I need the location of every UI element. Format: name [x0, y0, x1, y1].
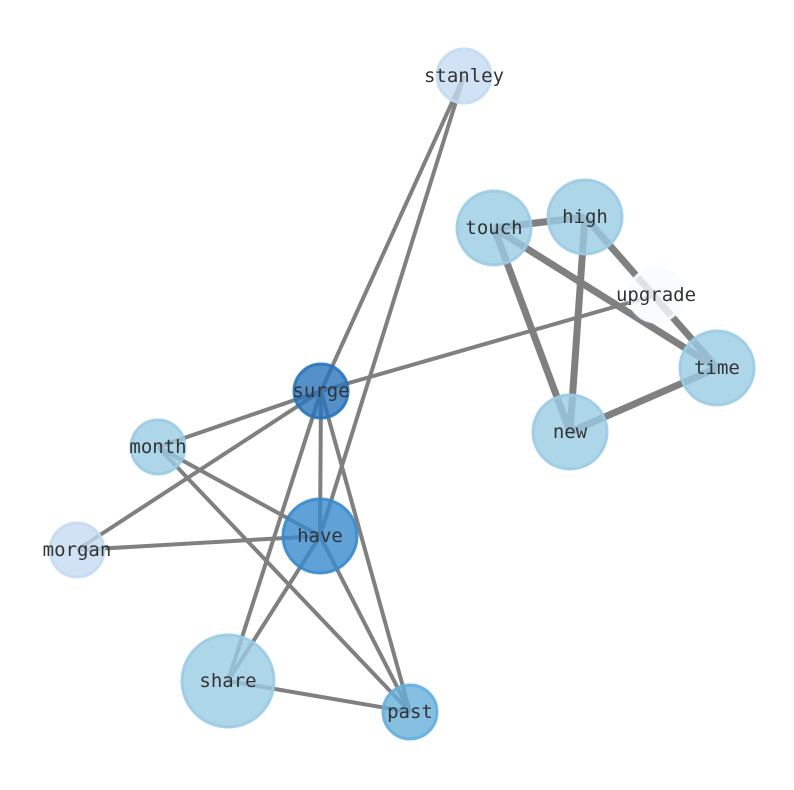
- node-label-new: new: [553, 421, 588, 443]
- edge-touch-time: [492, 225, 719, 371]
- node-share[interactable]: [180, 633, 276, 729]
- node-label-upgrade: upgrade: [616, 284, 696, 306]
- node-time[interactable]: [678, 329, 756, 407]
- node-label-past: past: [387, 701, 433, 723]
- node-month[interactable]: [129, 418, 187, 476]
- nodes-layer: [48, 47, 756, 741]
- node-label-surge: surge: [292, 380, 349, 402]
- node-label-time: time: [694, 357, 740, 379]
- node-label-share: share: [199, 670, 256, 692]
- edge-upgrade-surge: [320, 293, 657, 393]
- node-label-month: month: [129, 436, 186, 458]
- edge-stanley-surge: [319, 75, 466, 392]
- node-have[interactable]: [281, 497, 359, 575]
- edge-surge-month: [157, 389, 322, 449]
- node-morgan[interactable]: [48, 521, 106, 579]
- node-label-morgan: morgan: [43, 539, 112, 561]
- edge-month-past: [156, 445, 412, 714]
- node-touch[interactable]: [455, 189, 533, 267]
- edge-morgan-have: [76, 534, 321, 552]
- edges-layer: [75, 75, 720, 714]
- node-label-high: high: [562, 206, 608, 228]
- edge-surge-share: [226, 390, 323, 682]
- edge-stanley-have: [318, 75, 466, 537]
- node-label-have: have: [297, 525, 343, 547]
- edge-surge-past: [319, 390, 412, 713]
- node-label-stanley: stanley: [424, 65, 504, 87]
- node-label-touch: touch: [465, 217, 522, 239]
- node-new[interactable]: [531, 393, 609, 471]
- node-surge[interactable]: [292, 362, 350, 420]
- node-past[interactable]: [381, 683, 439, 741]
- node-high[interactable]: [546, 178, 624, 256]
- node-upgrade[interactable]: [627, 266, 685, 324]
- labels-layer: stanley touch high upgrade time new surge month…: [43, 65, 740, 723]
- node-stanley[interactable]: [435, 47, 493, 105]
